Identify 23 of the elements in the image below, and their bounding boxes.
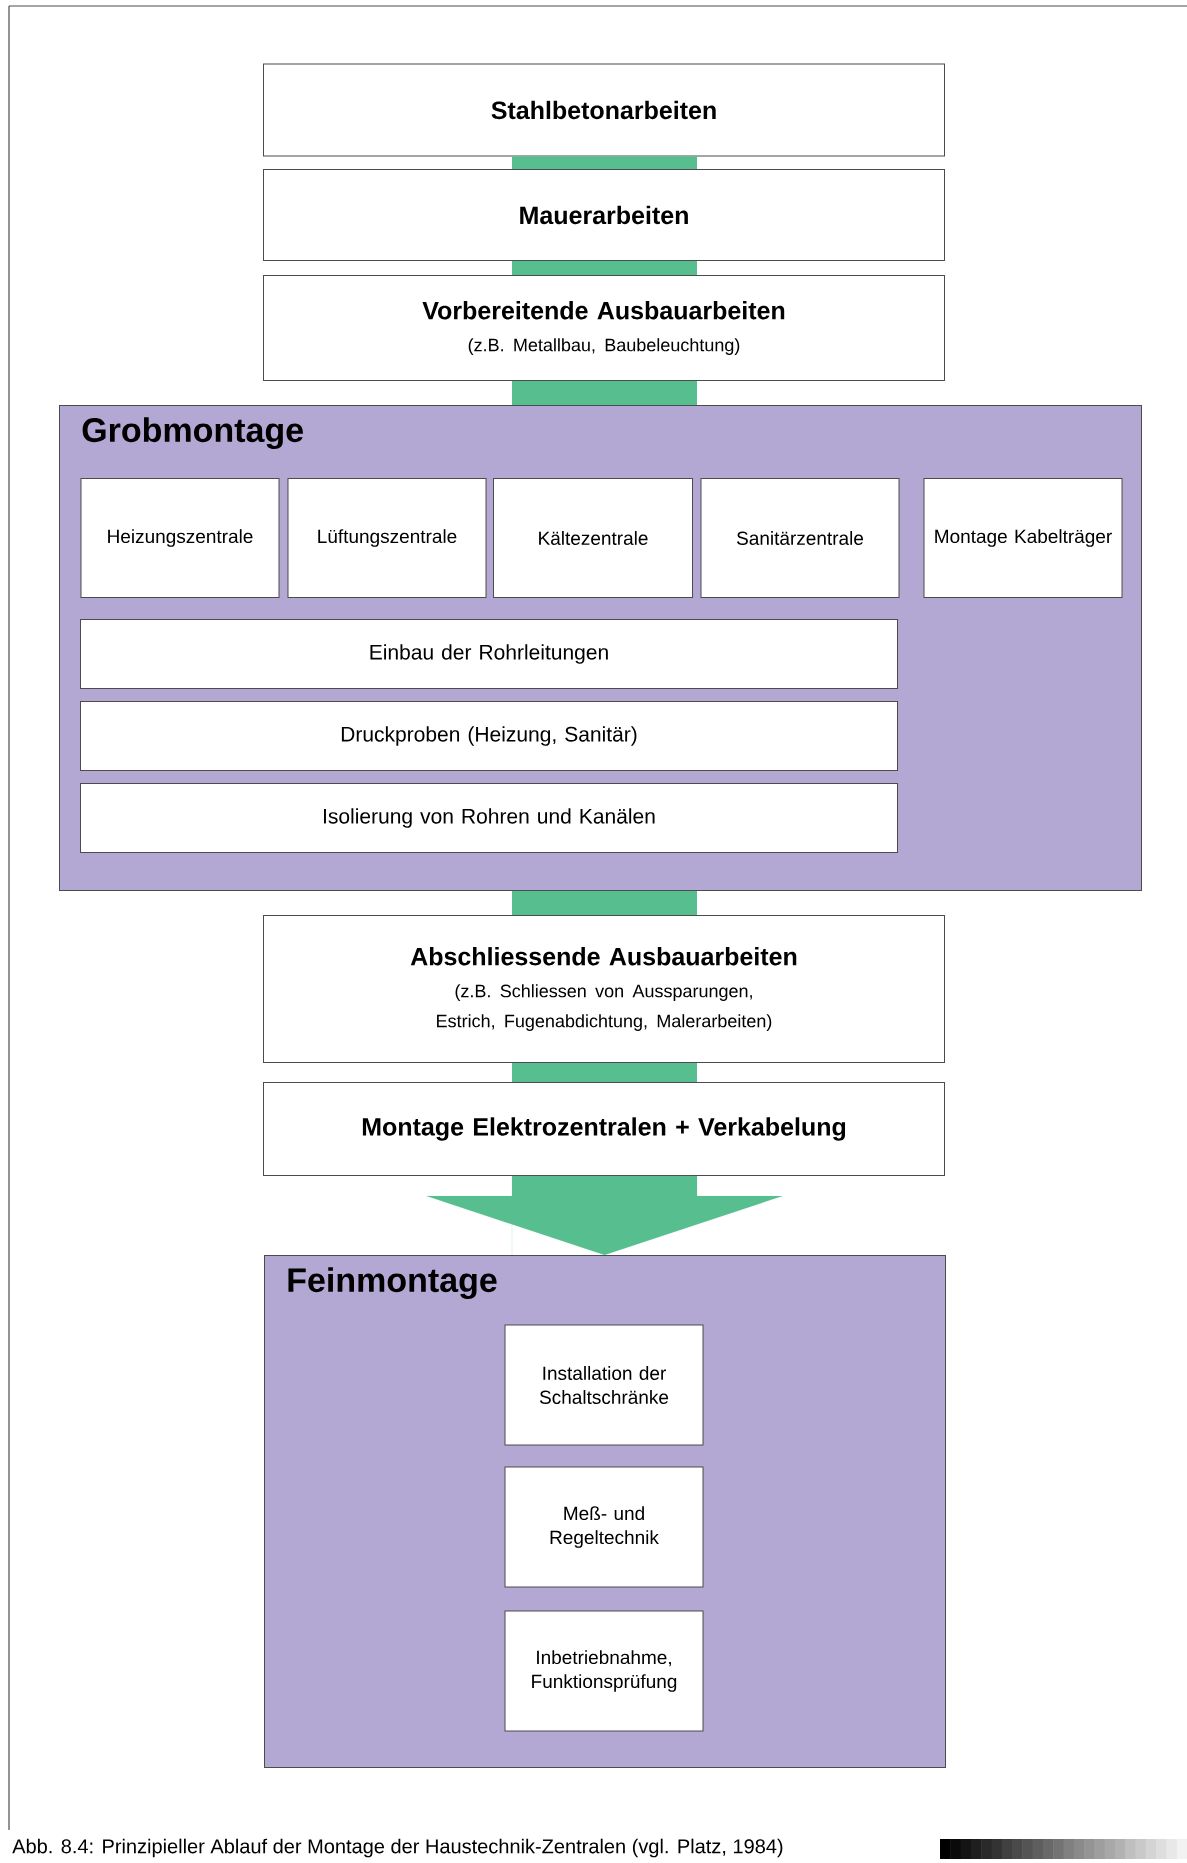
flow-connector [512, 891, 697, 915]
task-box: Lüftungszentrale [287, 478, 487, 598]
process-box: Mauerarbeiten [263, 169, 945, 261]
flow-connector [512, 381, 697, 405]
task-box: Isolierung von Rohren und Kanälen [80, 783, 898, 853]
task-box: Inbetriebnahme, Funktionsprüfung [504, 1610, 704, 1732]
task-box: Sanitärzentrale [700, 478, 900, 598]
task-box: Meß- und Regeltechnik [504, 1466, 704, 1588]
caption: Abb. 8.4: Prinzipieller Ablauf der Montage der Haustechnik-Zentralen (vgl. Platz, 1984) [12, 1838, 783, 1858]
flow-connector [512, 261, 697, 275]
flow-arrow [426, 1175, 783, 1256]
task-box: Einbau der Rohrleitungen [80, 619, 898, 689]
process-box: Stahlbetonarbeiten [263, 63, 945, 157]
flow-connector [512, 156, 697, 169]
task-box: Installation der Schaltschränke [504, 1324, 704, 1446]
task-box: Druckproben (Heizung, Sanitär) [80, 701, 898, 771]
flow-connector [512, 1063, 697, 1082]
task-box: Kältezentrale [493, 478, 693, 598]
process-box: Montage Elektrozentralen + Verkabelung [263, 1082, 945, 1176]
task-box: Montage Kabelträger [923, 478, 1123, 598]
task-box: Heizungszentrale [80, 478, 280, 598]
process-box: Abschliessende Ausbauarbeiten (z.B. Schliessen von Aussparungen, Estrich, Fugenabdichtung, Malerarbeiten) [263, 915, 945, 1063]
process-box: Vorbereitende Ausbauarbeiten (z.B. Metallbau, Baubeleuchtung) [263, 275, 945, 381]
